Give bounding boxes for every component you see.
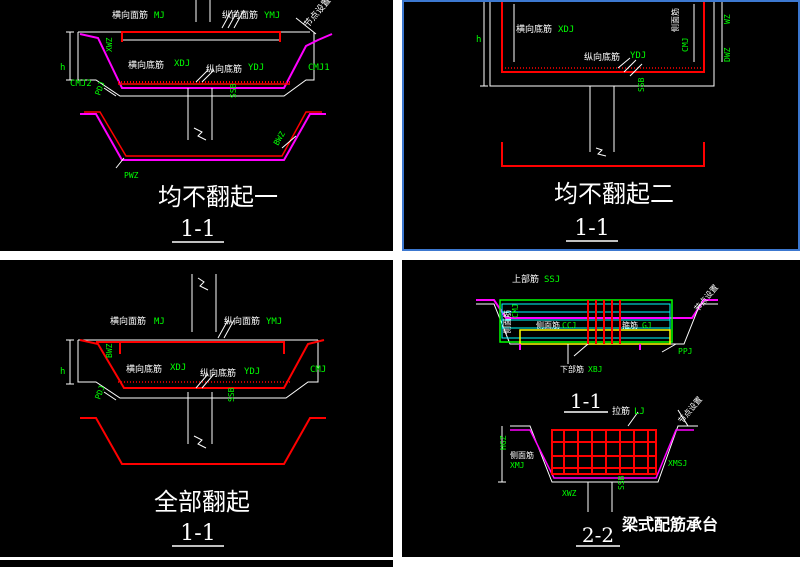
label-long-top-code: YMJ — [264, 11, 280, 21]
label-pdj: PDJ — [93, 80, 106, 97]
label-side: 侧面筋 — [670, 8, 680, 32]
label-side-bar: 侧面筋 — [502, 310, 512, 334]
label-ssb: SSB — [617, 475, 626, 490]
label-xwz: XWZ — [562, 489, 577, 498]
label-bottom-y: 纵向底筋 — [584, 51, 620, 63]
label-top-mesh-code: MJ — [154, 11, 165, 21]
drawing-panel-all-bent[interactable]: 横向面筋 MJ 纵向面筋 YMJ 横向底筋 XDJ 纵向底筋 YDJ h CMJ… — [0, 260, 393, 557]
label-pwz: PWZ — [124, 171, 139, 180]
label-note: 节点设置 — [302, 0, 334, 30]
stirrup-cage — [551, 429, 657, 475]
box-rebar — [501, 2, 705, 73]
label-top-mesh: 横向面筋 — [110, 315, 146, 327]
top-mesh-rebar — [121, 31, 281, 42]
section-label-2: 2-2 — [582, 523, 614, 547]
drawing-panel-beam-cap[interactable]: 上部筋 SSJ 节点设置 侧面筋 CMJ 侧面筋 CCJ 箍筋 GJ PPJ 下… — [402, 260, 800, 557]
label-bottom-y: 纵向底筋 — [200, 367, 236, 379]
drawing-panel-uniform-unbent-2[interactable]: 横向底筋 XDJ 纵向底筋 YDJ h 侧面筋 CMJ SSB DWZ WZ 均… — [402, 0, 800, 251]
drawing-panel-uniform-unbent-1[interactable]: 横向面筋 MJ 纵向面筋 YMJ 横向底筋 XDJ 纵向底筋 YDJ h CMJ… — [0, 0, 393, 251]
label-bottom-x-code: XDJ — [558, 25, 574, 35]
label-bottom-x: 横向底筋 — [128, 59, 164, 71]
label-node2: 节点设置 — [676, 394, 704, 425]
label-h: h — [60, 367, 65, 377]
section-label: 1-1 — [180, 521, 215, 546]
label-ppj: PPJ — [678, 347, 692, 356]
label-bottom-y-code: YDJ — [630, 51, 646, 61]
label-bottom-y: 纵向底筋 — [206, 63, 242, 75]
label-top-mesh: 横向面筋 — [112, 9, 148, 21]
label-ssb: SSB — [637, 77, 646, 92]
panel-title: 均不翻起二 — [554, 180, 674, 208]
label-cmj1: CMJ1 — [308, 63, 330, 73]
section-drawing-1: 横向面筋 MJ 纵向面筋 YMJ 横向底筋 XDJ 纵向底筋 YDJ h CMJ… — [60, 0, 334, 243]
label-lj: 拉筋 — [612, 405, 630, 417]
label-top-mesh-code: MJ — [154, 317, 165, 327]
label-bottom-bar: 下部筋 — [560, 364, 584, 374]
section-drawing-3: 横向面筋 MJ 纵向面筋 YMJ 横向底筋 XDJ 纵向底筋 YDJ h CMJ… — [60, 274, 326, 547]
label-cmj: CMJ — [310, 365, 326, 375]
label-pdj: PDJ — [93, 384, 106, 401]
label-ssb: SSB — [229, 83, 238, 98]
label-side-code2: CCJ — [562, 321, 576, 330]
label-side3: 侧面筋 — [510, 450, 534, 460]
section-label: 1-1 — [574, 216, 609, 241]
panel-title: 均不翻起一 — [158, 183, 278, 211]
label-bottom-x: 横向底筋 — [516, 23, 552, 35]
label-long-top: 纵向面筋 — [222, 9, 258, 21]
label-bwz: BWZ — [272, 130, 287, 147]
section-drawing-4: 上部筋 SSJ 节点设置 侧面筋 CMJ 侧面筋 CCJ 箍筋 GJ PPJ 下… — [476, 273, 720, 547]
label-xwz: XWZ — [105, 37, 114, 52]
next-panel-strip — [0, 560, 393, 567]
label-bwz: BWZ — [105, 343, 114, 358]
label-top-bar-code: SSJ — [544, 275, 560, 285]
label-long-top: 纵向面筋 — [224, 315, 260, 327]
label-wz: WZ — [723, 14, 732, 24]
beam-outline — [499, 299, 673, 343]
label-xmj: XMJ — [510, 461, 524, 470]
panel-caption: 梁式配筋承台 — [621, 515, 718, 534]
label-long-top-code: YMJ — [266, 317, 282, 327]
label-lj-code: LJ — [634, 407, 645, 417]
panel-title: 全部翻起 — [154, 488, 250, 516]
label-ssb: SSB — [227, 387, 236, 402]
label-bottom-y-code: YDJ — [244, 367, 260, 377]
section-label: 1-1 — [180, 217, 215, 242]
label-bottom-x-code: XDJ — [174, 59, 190, 69]
label-bottom-bar-code: XBJ — [588, 365, 602, 374]
bent-rebar — [79, 339, 325, 389]
label-bottom-x: 横向底筋 — [126, 363, 162, 375]
label-cmj: CMJ — [681, 38, 690, 52]
section-drawing-2: 横向底筋 XDJ 纵向底筋 YDJ h 侧面筋 CMJ SSB DWZ WZ 均… — [476, 2, 732, 242]
label-hgz: HGZ — [499, 435, 508, 450]
section-label-1: 1-1 — [570, 389, 602, 413]
label-bottom-y-code: YDJ — [248, 63, 264, 73]
label-stirrup-code: GJ — [642, 321, 652, 330]
label-side-code: CMJ — [511, 304, 520, 318]
label-side-bar2: 侧面筋 — [536, 320, 560, 330]
label-xmsj: XMSJ — [668, 459, 687, 468]
label-dwz: DWZ — [723, 47, 732, 62]
label-bottom-x-code: XDJ — [170, 363, 186, 373]
label-h: h — [60, 63, 65, 73]
label-stirrup: 箍筋 — [622, 320, 638, 330]
label-cmj2: CMJ2 — [70, 79, 92, 89]
label-top-bar: 上部筋 — [512, 273, 539, 285]
label-h: h — [476, 35, 481, 45]
label-node: 节点设置 — [692, 282, 720, 313]
